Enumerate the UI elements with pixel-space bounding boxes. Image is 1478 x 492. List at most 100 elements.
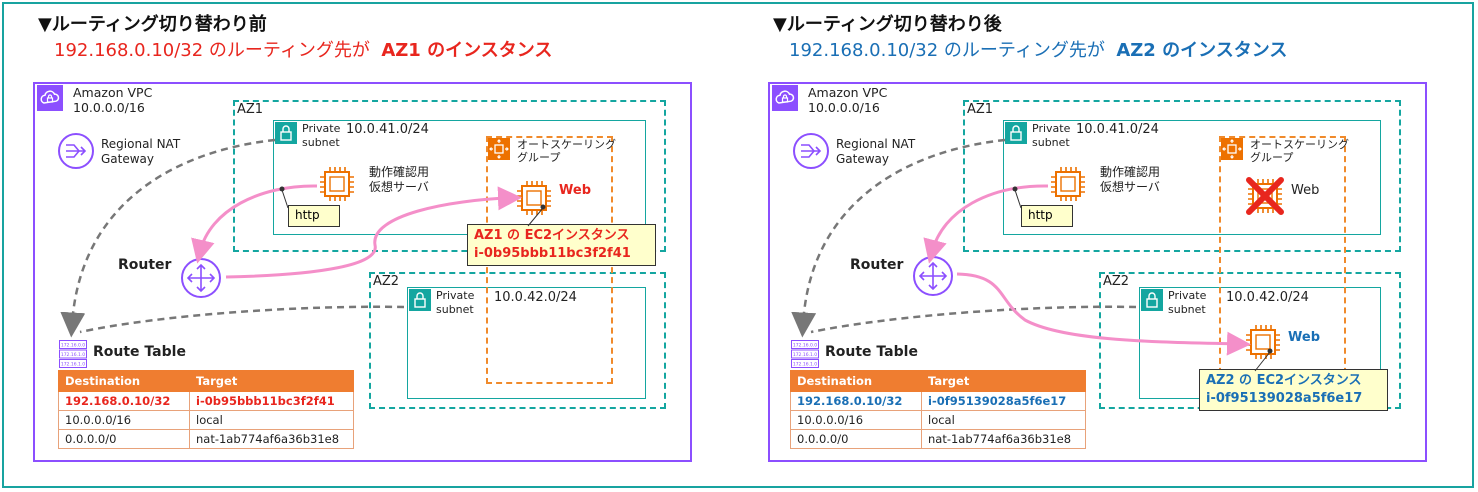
subnet-lock-icon <box>275 122 297 144</box>
panel-heading: ▼ルーティング切り替わり後 <box>773 14 1002 35</box>
table-cell: i-0b95bbb11bc3f2f41 <box>189 391 354 411</box>
ec2-instance-callout: AZ2 の EC2インスタンス i-0f95139028a5f6e17 <box>1199 369 1388 411</box>
table-cell: 0.0.0.0/0 <box>790 429 922 449</box>
http-request-label: http <box>288 205 340 227</box>
route-table-icon: 172.16.0.0 172.16.1.0 172.16.1.0 <box>59 340 87 368</box>
route-subheading: 192.168.0.10/32 のルーティング先が AZ2 のインスタンス <box>789 36 1287 62</box>
table-cell: nat-1ab774af6a36b31e8 <box>921 429 1086 449</box>
flow-arrows <box>60 138 546 338</box>
table-row: 0.0.0.0/0 nat-1ab774af6a36b31e8 <box>790 429 1086 449</box>
private-subnet-az2 <box>407 287 646 399</box>
route-prefix: 192.168.0.10/32 のルーティング先が <box>789 40 1105 61</box>
route-table: Destination Target 192.168.0.10/32 i-0b9… <box>58 370 354 449</box>
nat-gateway-label: Regional NAT Gateway <box>836 137 916 166</box>
vpc-cidr: 10.0.0.0/16 <box>73 100 145 115</box>
az2-label: AZ2 <box>373 274 400 289</box>
dashed-route-to-nat <box>60 138 276 338</box>
route-table-label: Route Table <box>93 344 186 360</box>
column-header: Destination <box>58 370 190 392</box>
vpc-cloud-icon <box>37 85 63 111</box>
ec2-instance-callout: AZ1 の EC2インスタンス i-0b95bbb11bc3f2f41 <box>467 224 656 266</box>
router-label: Router <box>850 257 904 273</box>
subnet1-cidr: 10.0.41.0/24 <box>1076 122 1159 137</box>
web-instance-label: Web <box>1288 330 1320 345</box>
ec2-instance-icon <box>320 167 354 201</box>
subnet2-label: Private subnet <box>1168 289 1207 316</box>
callout-pointer <box>1254 351 1271 372</box>
subnet-lock-icon <box>1141 289 1163 311</box>
svg-text:172.16.0.0: 172.16.0.0 <box>793 343 817 349</box>
nat-gateway-label: Regional NAT Gateway <box>101 137 181 166</box>
panel-after: ▼ルーティング切り替わり後 192.168.0.10/32 のルーティング先が … <box>735 0 1474 492</box>
vpc-name: Amazon VPC <box>808 85 888 100</box>
auto-scaling-icon <box>1221 138 1243 160</box>
table-cell: nat-1ab774af6a36b31e8 <box>189 429 354 449</box>
svg-text:172.16.1.0: 172.16.1.0 <box>793 352 817 358</box>
vpc-cloud-icon <box>772 85 798 111</box>
pink-flow-to-router <box>191 184 318 264</box>
table-row: 192.168.0.10/32 i-0b95bbb11bc3f2f41 <box>58 391 354 411</box>
az1-box <box>963 100 1401 252</box>
asg-label: オートスケーリング グループ <box>517 138 616 164</box>
table-row: 10.0.0.0/16 local <box>58 410 354 430</box>
az2-label: AZ2 <box>1103 274 1130 289</box>
az1-label: AZ1 <box>967 102 994 117</box>
failed-ec2-instance-icon <box>1246 177 1284 215</box>
vpc-box <box>33 82 692 462</box>
dashed-route-az2 <box>79 305 405 334</box>
svg-text:172.16.0.0: 172.16.0.0 <box>61 343 85 349</box>
vpc-box <box>768 82 1427 462</box>
http-pointer <box>281 189 289 209</box>
nat-gateway-icon <box>793 133 829 169</box>
az1-box <box>233 100 666 252</box>
route-table: Destination Target 192.168.0.10/32 i-0f9… <box>790 370 1086 449</box>
route-subheading: 192.168.0.10/32 のルーティング先が AZ1 のインスタンス <box>54 36 552 62</box>
table-header-row: Destination Target <box>790 370 1086 392</box>
route-az: AZ1 のインスタンス <box>381 40 553 61</box>
router-icon <box>181 258 221 298</box>
dashed-route-to-nat <box>791 138 1006 338</box>
route-az: AZ2 のインスタンス <box>1116 40 1288 61</box>
flow-arrows <box>791 138 1273 372</box>
subnet2-label: Private subnet <box>436 289 475 316</box>
svg-text:172.16.1.0: 172.16.1.0 <box>61 352 85 358</box>
table-row: 0.0.0.0/0 nat-1ab774af6a36b31e8 <box>58 429 354 449</box>
private-subnet-az1 <box>273 120 646 235</box>
pink-flow-to-router <box>923 184 1049 264</box>
az1-label: AZ1 <box>237 102 264 117</box>
test-vm-label: 動作確認用 仮想サーバ <box>1100 165 1161 194</box>
pink-flow-to-web <box>956 272 1251 356</box>
table-cell: 10.0.0.0/16 <box>58 410 190 430</box>
panel-before: ▼ルーティング切り替わり前 192.168.0.10/32 のルーティング先が … <box>33 14 692 462</box>
pink-flow-to-web <box>225 186 522 279</box>
callout-pointer <box>527 207 544 227</box>
http-pointer <box>1014 189 1022 209</box>
table-cell: 10.0.0.0/16 <box>790 410 922 430</box>
ec2-instance-icon <box>1051 167 1085 201</box>
vpc-name: Amazon VPC <box>73 85 153 100</box>
test-vm-label: 動作確認用 仮想サーバ <box>369 165 430 194</box>
subnet-lock-icon <box>1005 122 1027 144</box>
router-label: Router <box>118 257 172 273</box>
panel-heading: ▼ルーティング切り替わり前 <box>38 14 267 35</box>
red-x-icon <box>1246 177 1284 215</box>
web-instance-label: Web <box>559 183 591 198</box>
route-table-icon: 172.16.0.0 172.16.1.0 172.16.1.0 <box>791 340 819 368</box>
subnet-lock-icon <box>409 289 431 311</box>
column-header: Target <box>921 370 1086 392</box>
svg-text:172.16.1.0: 172.16.1.0 <box>793 362 817 368</box>
subnet2-cidr: 10.0.42.0/24 <box>494 290 577 305</box>
route-table-label: Route Table <box>825 344 918 360</box>
az2-box <box>369 272 666 409</box>
table-cell: 0.0.0.0/0 <box>58 429 190 449</box>
table-cell: local <box>189 410 354 430</box>
asg-label: オートスケーリング グループ <box>1250 138 1349 164</box>
subnet2-cidr: 10.0.42.0/24 <box>1226 290 1309 305</box>
subnet1-cidr: 10.0.41.0/24 <box>346 122 429 137</box>
http-request-label: http <box>1021 205 1073 227</box>
vpc-cidr: 10.0.0.0/16 <box>808 100 880 115</box>
private-subnet-az1 <box>1003 120 1381 235</box>
failed-web-label: Web <box>1291 183 1320 198</box>
subnet1-label: Private subnet <box>1032 122 1071 149</box>
